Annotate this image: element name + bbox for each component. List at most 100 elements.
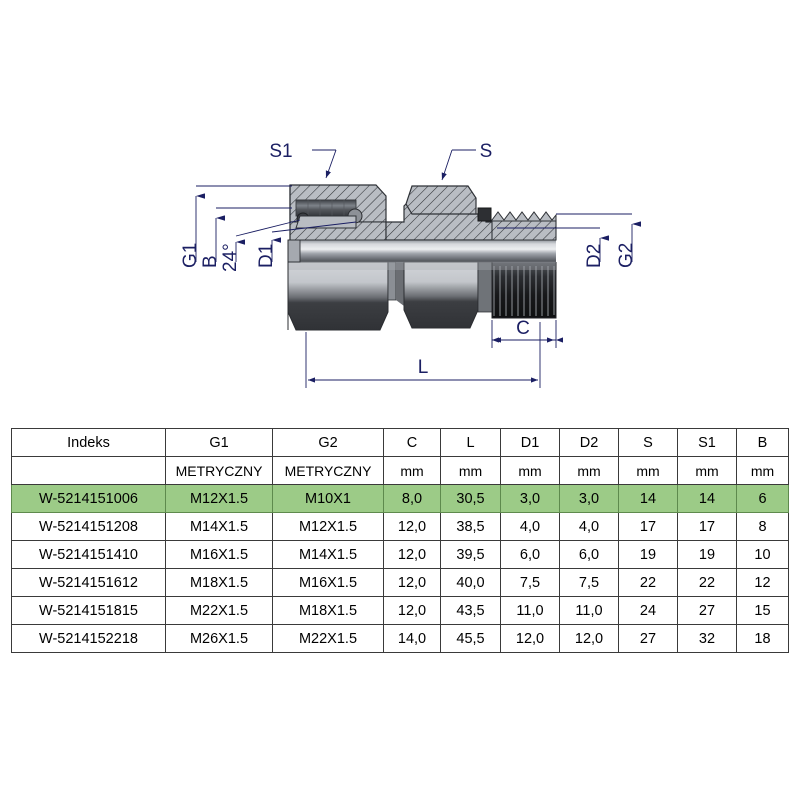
cell-value: 19 <box>677 540 737 569</box>
cell-value: M10X1 <box>272 484 384 513</box>
unit-g2: METRYCZNY <box>272 456 384 485</box>
cell-value: 6 <box>736 484 789 513</box>
unit-c: mm <box>383 456 441 485</box>
column-header-g2: G2 <box>272 428 384 457</box>
column-header-d1: D1 <box>500 428 560 457</box>
cell-value: 22 <box>618 568 678 597</box>
unit-d1: mm <box>500 456 560 485</box>
callout-label-l: L <box>418 357 429 378</box>
cell-value: 40,0 <box>440 568 501 597</box>
cell-value: 27 <box>677 596 737 625</box>
cell-value: 43,5 <box>440 596 501 625</box>
cell-value: 12,0 <box>500 624 560 653</box>
cell-value: M26X1.5 <box>165 624 273 653</box>
cell-value: M16X1.5 <box>165 540 273 569</box>
cell-value: 12,0 <box>383 596 441 625</box>
callout-label-angle: 24° <box>220 243 241 272</box>
cell-value: 38,5 <box>440 512 501 541</box>
technical-drawing: S1 S G1 B 24° D1 D2 G2 C L <box>180 141 641 388</box>
cell-value: 4,0 <box>559 512 619 541</box>
cell-value: 14,0 <box>383 624 441 653</box>
cell-value: 24 <box>618 596 678 625</box>
callout-label-s1: S1 <box>269 141 292 162</box>
cell-index: W-5214151410 <box>11 540 166 569</box>
callout-label-d2: D2 <box>584 244 605 268</box>
cell-value: 12,0 <box>383 512 441 541</box>
cell-value: 7,5 <box>500 568 560 597</box>
table-header-row: Indeks G1 G2 C L D1 D2 S S1 B <box>11 428 789 457</box>
callout-label-d1: D1 <box>256 244 277 268</box>
column-header-l: L <box>440 428 501 457</box>
cell-value: 11,0 <box>559 596 619 625</box>
cell-index: W-5214151208 <box>11 512 166 541</box>
cell-value: 32 <box>677 624 737 653</box>
cell-value: 11,0 <box>500 596 560 625</box>
cell-index: W-5214152218 <box>11 624 166 653</box>
cell-value: M22X1.5 <box>272 624 384 653</box>
cell-value: 19 <box>618 540 678 569</box>
cell-value: 18 <box>736 624 789 653</box>
callout-label-b: B <box>200 255 221 268</box>
cell-value: 15 <box>736 596 789 625</box>
cell-value: 12,0 <box>383 540 441 569</box>
cell-value: 12,0 <box>383 568 441 597</box>
column-header-g1: G1 <box>165 428 273 457</box>
cell-value: 17 <box>677 512 737 541</box>
cell-value: 6,0 <box>500 540 560 569</box>
fitting-specification-table: Indeks G1 G2 C L D1 D2 S S1 B METRYCZNY … <box>11 428 789 653</box>
cell-value: 8,0 <box>383 484 441 513</box>
column-header-b: B <box>736 428 789 457</box>
cell-value: 14 <box>618 484 678 513</box>
cell-index: W-5214151006 <box>11 484 166 513</box>
unit-g1: METRYCZNY <box>165 456 273 485</box>
callout-label-g2: G2 <box>616 243 637 268</box>
unit-s1: mm <box>677 456 737 485</box>
cell-value: 45,5 <box>440 624 501 653</box>
cell-value: 22 <box>677 568 737 597</box>
cell-value: M14X1.5 <box>272 540 384 569</box>
unit-l: mm <box>440 456 501 485</box>
cell-value: 3,0 <box>559 484 619 513</box>
cell-value: 4,0 <box>500 512 560 541</box>
column-header-s: S <box>618 428 678 457</box>
cell-value: M16X1.5 <box>272 568 384 597</box>
cell-value: 14 <box>677 484 737 513</box>
cell-value: M22X1.5 <box>165 596 273 625</box>
cell-value: 17 <box>618 512 678 541</box>
cell-value: 6,0 <box>559 540 619 569</box>
unit-indeks <box>11 456 166 485</box>
cell-value: 12,0 <box>559 624 619 653</box>
cell-value: M12X1.5 <box>165 484 273 513</box>
unit-s: mm <box>618 456 678 485</box>
unit-d2: mm <box>559 456 619 485</box>
cell-value: 7,5 <box>559 568 619 597</box>
column-header-indeks: Indeks <box>11 428 166 457</box>
cell-value: M18X1.5 <box>165 568 273 597</box>
cell-value: M14X1.5 <box>165 512 273 541</box>
cell-index: W-5214151815 <box>11 596 166 625</box>
spec-table-container: Indeks G1 G2 C L D1 D2 S S1 B METRYCZNY … <box>11 428 789 653</box>
callout-label-g1: G1 <box>180 243 201 268</box>
cell-value: 39,5 <box>440 540 501 569</box>
cell-value: 3,0 <box>500 484 560 513</box>
cell-value: 12 <box>736 568 789 597</box>
cell-value: M18X1.5 <box>272 596 384 625</box>
column-header-s1: S1 <box>677 428 737 457</box>
cell-value: 8 <box>736 512 789 541</box>
column-header-d2: D2 <box>559 428 619 457</box>
cell-value: 27 <box>618 624 678 653</box>
cell-value: 30,5 <box>440 484 501 513</box>
cell-index: W-5214151612 <box>11 568 166 597</box>
table-unit-row: METRYCZNY METRYCZNY mm mm mm mm mm mm mm <box>11 456 789 485</box>
unit-b: mm <box>736 456 789 485</box>
column-header-c: C <box>383 428 441 457</box>
callout-label-s: S <box>480 141 493 162</box>
